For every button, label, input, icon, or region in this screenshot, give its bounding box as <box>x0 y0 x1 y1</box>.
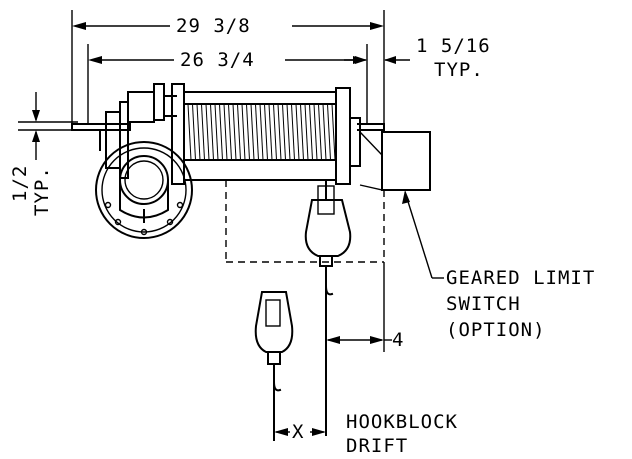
cable-wrap-line <box>214 103 219 161</box>
cable-drum <box>183 91 337 181</box>
cable-wrap-line <box>286 103 291 161</box>
base-frame-hidden-lines <box>225 180 385 263</box>
drift-symbol-label: X <box>292 421 305 443</box>
cable-wrap-line <box>304 103 309 161</box>
limit-switch-callout-line3: (OPTION) <box>446 319 546 341</box>
dim-flange-offset <box>344 56 410 64</box>
cable-wrap-line <box>250 103 255 161</box>
cable-wrap-line <box>282 103 286 161</box>
cable-wrap-line <box>192 103 196 161</box>
cable-wrap-line <box>322 103 327 161</box>
hookblock-callout-line2: DRIFT <box>346 435 409 457</box>
dim-overall-width <box>71 10 385 125</box>
overall-width-label: 29 3/8 <box>176 15 251 37</box>
cable-wrap-line <box>237 103 241 161</box>
cable-wrap-line <box>228 103 232 161</box>
limit-switch-callout-line1: GEARED LIMIT <box>446 267 596 289</box>
dim-clearance <box>326 262 392 352</box>
flange-offset-note: TYP. <box>434 59 484 81</box>
clearance-label: 4 <box>392 329 405 351</box>
cable-wrap-line <box>196 103 201 161</box>
cable-wrap-line <box>273 103 277 161</box>
cable-wrap-line <box>241 103 246 161</box>
dim-hookblock-drift <box>274 428 326 436</box>
hookblock-lower <box>254 291 294 441</box>
cable-wrap-line <box>300 103 304 161</box>
cable-wrap-line <box>327 103 331 161</box>
limit-switch-box <box>359 131 444 279</box>
cable-wrap-line <box>210 103 214 161</box>
right-flange <box>335 87 381 185</box>
gear-housing <box>95 141 193 239</box>
cable-wrap-line <box>232 103 237 161</box>
cable-wrap-line <box>246 103 250 161</box>
cable-wrap-line <box>201 103 205 161</box>
cable-wrap-line <box>295 103 300 161</box>
drum-width-label: 26 3/4 <box>180 49 255 71</box>
cable-wrap-line <box>291 103 295 161</box>
cable-wrap-line <box>268 103 273 161</box>
flange-offset-label: 1 5/16 <box>416 35 491 57</box>
cable-wrap-line <box>264 103 268 161</box>
cable-wrap-line <box>318 103 322 161</box>
cable-wrap-line <box>187 103 192 161</box>
left-end-plates <box>105 83 185 185</box>
cable-wrap-line <box>313 103 318 161</box>
cable-wrap-line <box>205 103 210 161</box>
cable-wrap-line <box>259 103 264 161</box>
cable-wrap-line <box>277 103 282 161</box>
cable-wrap-line <box>255 103 259 161</box>
hookblock-callout-line1: HOOKBLOCK <box>346 411 458 433</box>
cable-wrap-line <box>331 103 336 161</box>
cable-wrap-line <box>223 103 228 161</box>
hookblock-upper <box>304 179 352 436</box>
flange-thickness-label: 1/2 <box>9 164 31 202</box>
dim-flange-thickness <box>18 92 78 160</box>
mounting-base <box>71 123 385 151</box>
flange-thickness-note: TYP. <box>31 166 53 216</box>
cable-wrap-line <box>309 103 313 161</box>
limit-switch-callout-line2: SWITCH <box>446 293 521 315</box>
cable-wrap-line <box>219 103 223 161</box>
